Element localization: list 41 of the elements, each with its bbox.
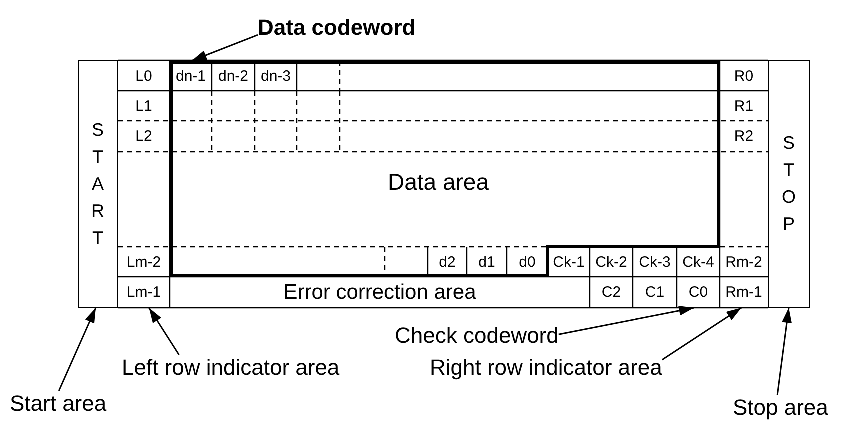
callout-label: Check codeword [395, 323, 559, 348]
cell-label: C0 [688, 285, 708, 300]
cell-label: d1 [478, 254, 496, 270]
cell-label: C1 [645, 285, 665, 300]
callout-label: Left row indicator area [122, 355, 340, 380]
cell-label: L2 [136, 129, 152, 144]
callout-label: Stop area [733, 395, 828, 420]
cell-label: C2 [602, 285, 622, 300]
leader-arrow [558, 306, 694, 336]
cell-label: d0 [519, 254, 536, 270]
leader-arrow [148, 308, 180, 356]
cell-label: dn-1 [176, 68, 206, 84]
cell-label: Lm-2 [126, 254, 162, 270]
cell-label: Ck-1 [553, 254, 585, 270]
cell-label: d2 [439, 254, 456, 270]
callout-label: Start area [10, 391, 107, 416]
cell-label: Rm-2 [726, 254, 762, 270]
cell-label: L1 [136, 98, 152, 114]
cell-label: Lm-1 [126, 285, 162, 300]
vertical-label: START [90, 118, 106, 250]
cell-label: dn-3 [260, 68, 292, 84]
cell-label: Ck-4 [682, 254, 714, 270]
cell-label: R1 [734, 98, 754, 114]
cell-label: L0 [136, 68, 152, 84]
cell-label: R0 [734, 68, 754, 84]
start-column [78, 60, 118, 308]
leader-arrow [192, 34, 258, 62]
vertical-label: STOP [780, 132, 797, 236]
cell-label: Ck-3 [639, 254, 671, 270]
leader-arrow [776, 308, 792, 396]
callout-label: Data codeword [258, 15, 416, 40]
callout-label: Right row indicator area [430, 355, 662, 380]
cell-label: Ck-2 [596, 254, 628, 270]
area-label: Error correction area [284, 282, 476, 303]
cell-label: dn-2 [218, 68, 249, 84]
cell-label: Rm-1 [726, 285, 762, 300]
leader-arrow [662, 307, 742, 361]
leader-arrow [58, 308, 97, 392]
cell-label: R2 [734, 129, 754, 144]
area-label: Data area [388, 169, 490, 196]
stop-column [768, 60, 810, 308]
